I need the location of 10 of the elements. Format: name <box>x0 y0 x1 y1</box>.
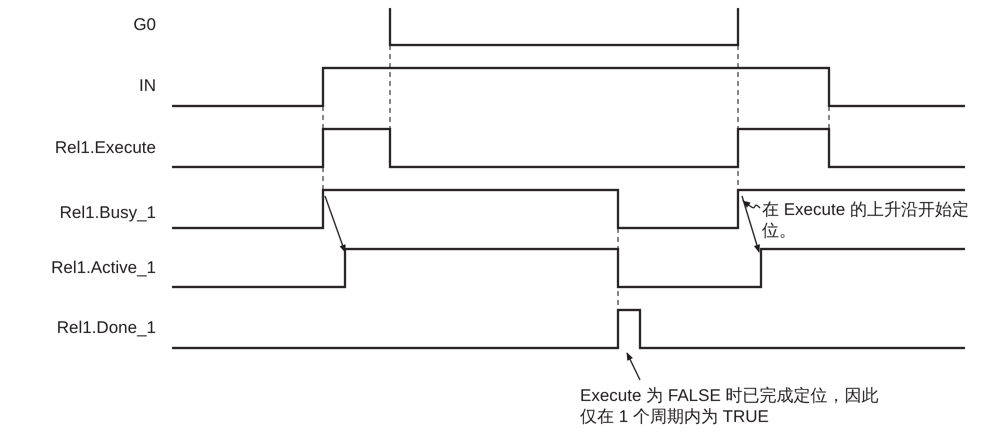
annotation-note: 在 Execute 的上升沿开始定位。 <box>762 199 982 241</box>
signal-name: Rel1.Done_1 <box>56 318 156 338</box>
annotation-note: Execute 为 FALSE 时已完成定位，因此仅在 1 个周期内为 TRUE <box>580 385 880 427</box>
leader-line <box>626 352 641 380</box>
leader-line <box>742 200 760 208</box>
signal-name: Rel1.Execute <box>54 138 156 158</box>
signal-name: G0 <box>133 15 156 35</box>
signal-name: IN <box>139 76 156 96</box>
signal-name: Rel1.Active_1 <box>51 258 156 278</box>
signal-name: Rel1.Busy_1 <box>60 203 156 223</box>
